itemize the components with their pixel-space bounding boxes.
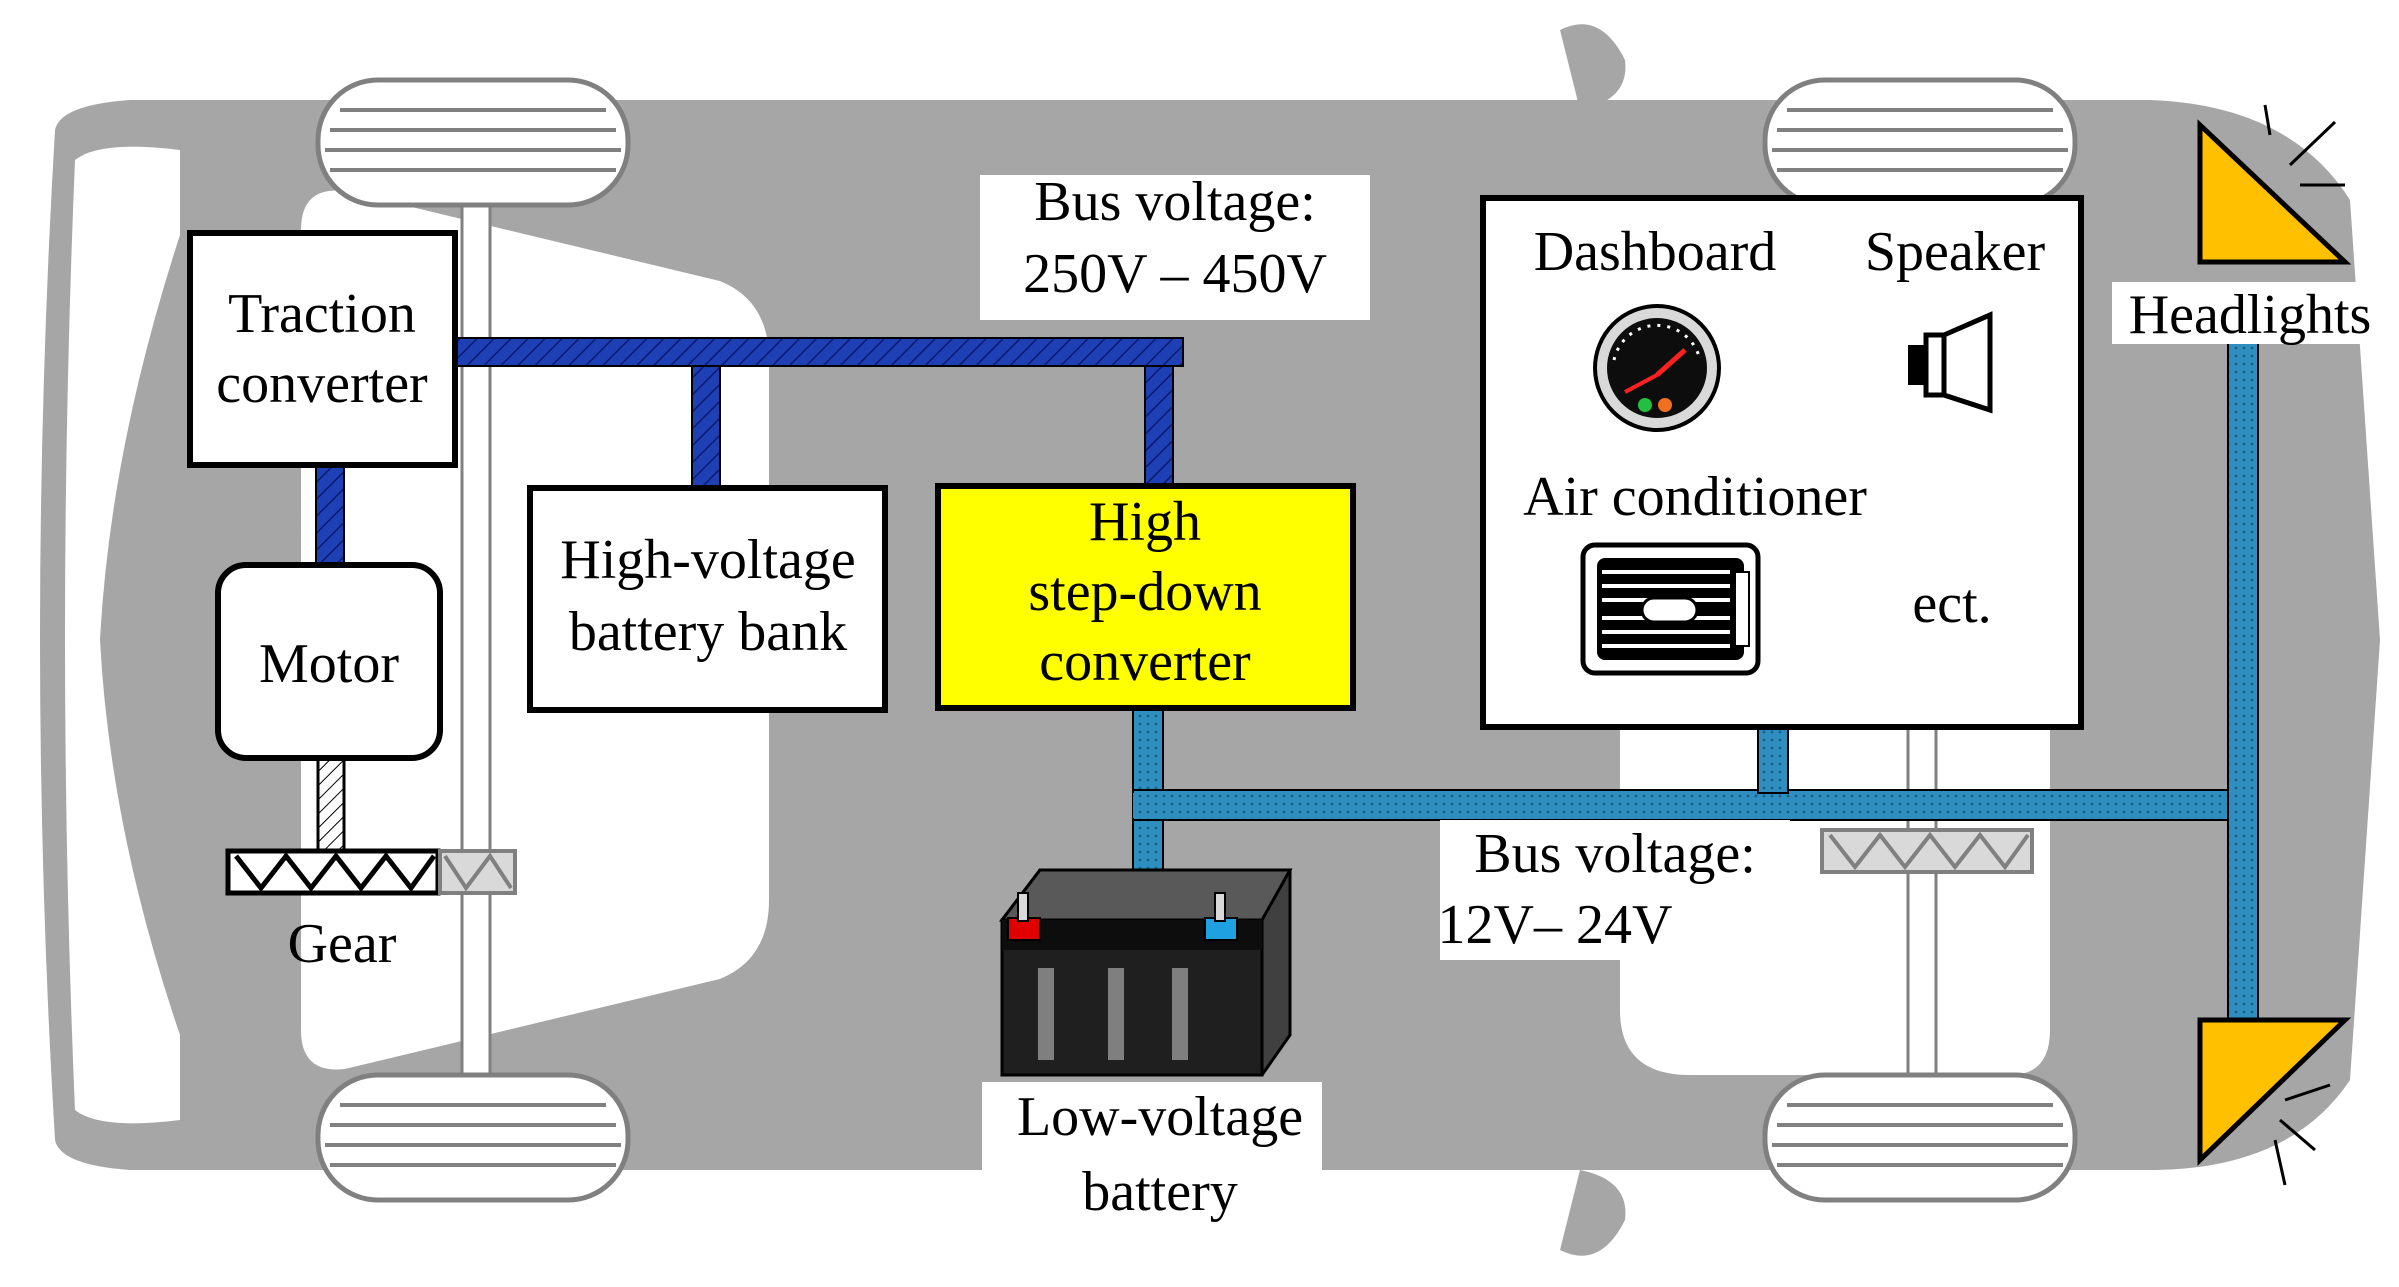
step-down-converter: High step-down converter — [935, 483, 1356, 711]
rear-differential — [1820, 828, 2034, 874]
etc-label: ect. — [1912, 573, 1991, 635]
gear: Gear — [225, 848, 517, 975]
hv-battery-bank: High-voltage battery bank — [527, 485, 888, 713]
air-conditioner-vent-icon — [1580, 542, 1761, 676]
traction-converter-label-1: Traction — [228, 283, 416, 345]
dashboard-gauge-icon — [1593, 304, 1721, 432]
wheel-front-left — [315, 77, 631, 208]
step-down-label-3: converter — [1039, 631, 1251, 693]
headlights-label: Headlights — [2112, 282, 2388, 346]
dashboard-label: Dashboard — [1534, 221, 1777, 283]
gear-label: Gear — [288, 913, 397, 975]
lv-bus-lines — [1132, 339, 2259, 1021]
loads-panel: Dashboard Speaker Air conditioner ect. — [1480, 195, 2084, 730]
wheel-front-right — [1762, 77, 2078, 208]
lv-battery-label-2: battery — [1082, 1161, 1237, 1223]
wheel-rear-right — [1762, 1072, 2078, 1203]
hv-bus-voltage-label: Bus voltage: 250V – 450V — [980, 171, 1370, 320]
lv-battery-label-1: Low-voltage — [1017, 1086, 1303, 1148]
hv-bus-label-2: 250V – 450V — [1023, 243, 1327, 305]
speaker-label: Speaker — [1865, 221, 2046, 283]
hv-battery-label-1: High-voltage — [560, 529, 855, 591]
lv-bus-label-1: Bus voltage: — [1474, 823, 1756, 885]
lv-bus-label-2: 12V– 24V — [1438, 894, 1673, 956]
motor-label: Motor — [259, 633, 399, 695]
speaker-icon — [1908, 311, 1993, 414]
motor-shaft — [316, 756, 346, 853]
front-axle — [460, 138, 492, 1092]
traction-converter: Traction converter — [187, 230, 458, 468]
step-down-label-1: High — [1089, 491, 1201, 553]
motor: Motor — [215, 562, 443, 761]
lv-battery-icon — [998, 868, 1293, 1077]
step-down-label-2: step-down — [1028, 561, 1261, 623]
headlights-text: Headlights — [2129, 284, 2372, 346]
headlight-front-icon — [2197, 104, 2352, 265]
lv-battery-label: Low-voltage battery — [982, 1082, 1322, 1232]
traction-converter-label-2: converter — [216, 353, 428, 415]
hv-bus-label-1: Bus voltage: — [1034, 171, 1316, 233]
headlight-rear-icon — [2197, 1017, 2352, 1186]
wheel-rear-left — [315, 1072, 631, 1203]
air-conditioner-label: Air conditioner — [1523, 466, 1867, 528]
lv-bus-voltage-label: Bus voltage: 12V– 24V — [1438, 820, 1790, 960]
hv-battery-label-2: battery bank — [569, 601, 847, 663]
